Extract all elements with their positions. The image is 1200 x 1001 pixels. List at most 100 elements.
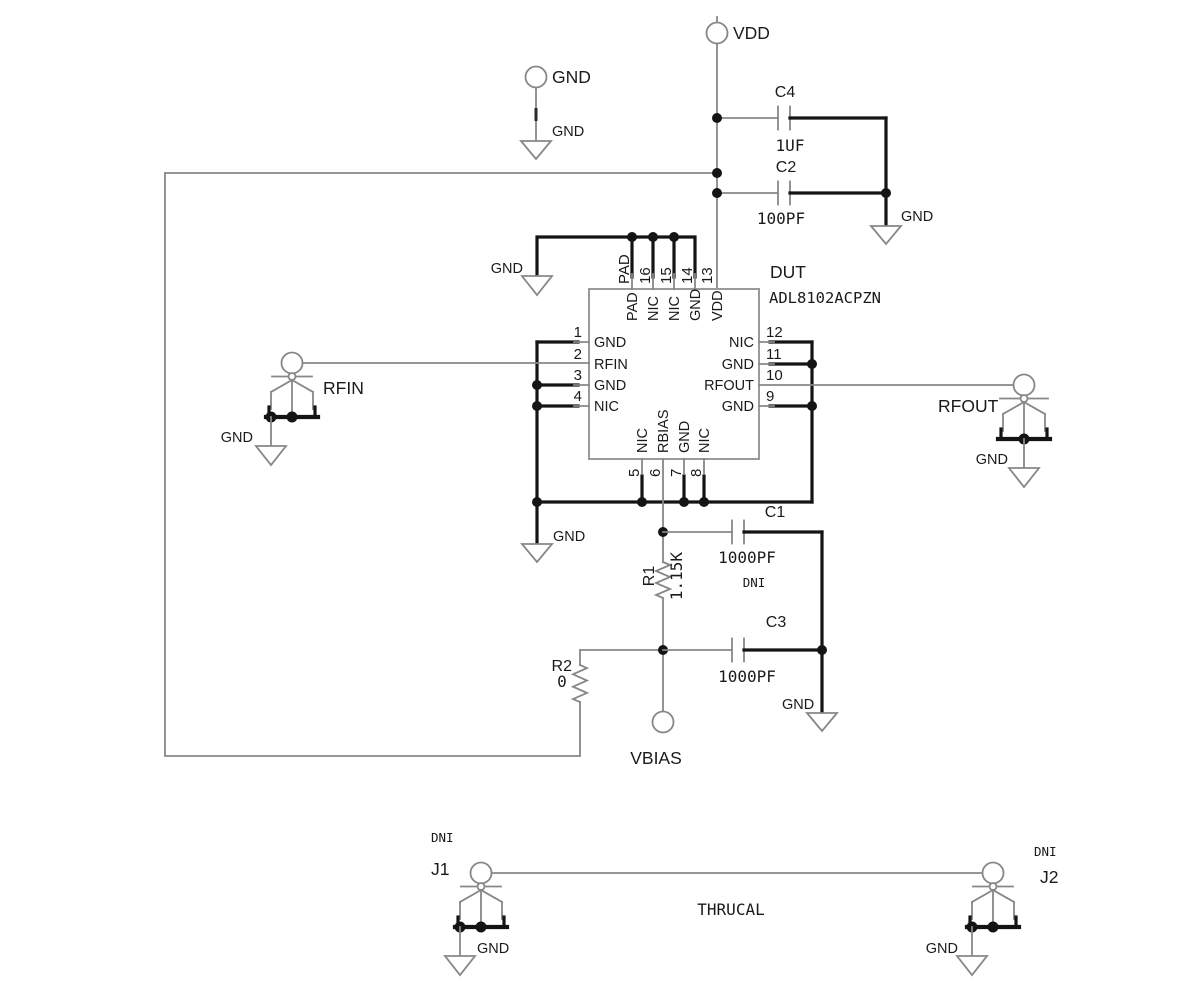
junction-dot — [807, 359, 817, 369]
pad-bus-wire — [535, 235, 697, 279]
vbias-label: VBIAS — [630, 748, 682, 768]
gnd-net-label: GND — [477, 941, 509, 957]
pin-number: PAD — [616, 254, 633, 284]
ground-symbol-icon — [1007, 467, 1041, 489]
pin-name: NIC — [667, 296, 683, 321]
c1-value: 1000PF — [718, 548, 776, 567]
pin-name: RFOUT — [704, 378, 754, 394]
dut-body — [588, 288, 760, 460]
dut-part-number: ADL8102ACPZN — [769, 289, 881, 307]
pin-number: 10 — [766, 367, 783, 384]
pin-number: 8 — [688, 469, 705, 477]
rfout-section: RFOUT GND — [758, 373, 1053, 489]
c4-c2-section: C4 1UF C2 100PF GND — [716, 84, 933, 246]
junction-dot — [286, 411, 298, 423]
rfin-section: RFIN GND — [221, 351, 590, 467]
gnd-connector-section: GND GND — [519, 65, 591, 161]
ground-symbol-icon — [443, 955, 477, 977]
ground-symbol-icon — [520, 543, 554, 564]
vbias-feed-rail — [164, 113, 722, 757]
pin-number: 4 — [574, 388, 582, 405]
r1-body — [653, 560, 673, 600]
connector-shell — [290, 378, 315, 394]
c4-value: 1UF — [776, 136, 805, 155]
vdd-supply-section: VDD — [705, 16, 770, 290]
ground-symbol-icon — [520, 275, 554, 297]
rfout-label: RFOUT — [938, 396, 999, 416]
junction-dot — [475, 921, 487, 933]
right-gnd-bus — [768, 340, 817, 504]
connector-shell — [991, 888, 1016, 904]
vdd-label: VDD — [733, 23, 770, 43]
connector-center-pin — [988, 882, 998, 891]
c1-dni-note: DNI — [743, 575, 766, 590]
connector-shell — [269, 378, 294, 394]
vbias-connector-icon — [651, 710, 675, 734]
gnd-net-label: GND — [926, 941, 958, 957]
rfin-connector-icon — [280, 351, 304, 375]
junction-dot — [669, 232, 679, 242]
ground-symbol-icon — [519, 140, 553, 161]
junction-dot — [987, 921, 999, 933]
pin-number: 9 — [766, 388, 774, 405]
j2-label: J2 — [1040, 867, 1058, 887]
j1-connector-icon — [469, 861, 493, 885]
r1-ref: R1 — [641, 566, 658, 587]
j2-connector: DNI J2 GND — [926, 844, 1058, 977]
r1-value: 1.15K — [667, 552, 686, 601]
c4-ref: C4 — [775, 84, 796, 101]
pin-number: 13 — [699, 267, 716, 284]
junction-dot — [627, 232, 637, 242]
c1-ref: C1 — [765, 504, 786, 521]
pin-name: GND — [677, 421, 693, 453]
feed-rail-wire — [164, 172, 718, 757]
pin-number: 2 — [574, 346, 582, 363]
ground-symbol-icon — [869, 225, 903, 246]
thrucal-label: THRUCAL — [697, 900, 764, 919]
dut-designator: DUT — [770, 262, 806, 282]
gnd-net-label: GND — [552, 124, 584, 140]
pin-number: 1 — [574, 324, 582, 341]
connector-center-pin — [287, 372, 297, 381]
pin-number: 5 — [626, 469, 643, 477]
junction-dot — [712, 188, 722, 198]
junction-dot — [807, 401, 817, 411]
gnd-net-label: GND — [782, 697, 814, 713]
pin-number: 6 — [647, 469, 664, 477]
pin-name: GND — [722, 357, 754, 373]
pin-name: GND — [594, 335, 626, 351]
gnd-net-label: GND — [901, 209, 933, 225]
j2-dni-note: DNI — [1034, 844, 1057, 859]
pin-name: VDD — [710, 290, 726, 321]
junction-dot — [637, 497, 647, 507]
connector-center-pin — [1019, 394, 1029, 403]
junction-dot — [817, 645, 827, 655]
r2-ref: R2 — [552, 658, 573, 675]
gnd-net-label: GND — [491, 261, 523, 277]
connector-center-pin — [476, 882, 486, 891]
thrucal-section: THRUCAL DNI J1 GND — [431, 830, 1058, 977]
rbias-network: R1 1.15K C1 1000PF DNI C3 1000PF GND VBI… — [630, 458, 839, 768]
c3-ref: C3 — [766, 614, 787, 631]
pin-name: NIC — [635, 428, 651, 453]
rfin-label: RFIN — [323, 378, 364, 398]
gnd-net-label: GND — [221, 430, 253, 446]
pin-name: NIC — [646, 296, 662, 321]
j1-label: J1 — [431, 859, 449, 879]
r2-value: 0 — [557, 672, 567, 691]
c2-ref: C2 — [776, 159, 797, 176]
pin-name: RBIAS — [656, 409, 672, 453]
ground-symbol-icon — [805, 712, 839, 733]
connector-shell — [970, 888, 995, 904]
c3-value: 1000PF — [718, 667, 776, 686]
connector-shell — [1022, 400, 1047, 416]
pin-name: GND — [594, 378, 626, 394]
ground-symbol-icon — [254, 445, 288, 467]
pin-name: RFIN — [594, 357, 628, 373]
pin-name: NIC — [697, 428, 713, 453]
junction-dot — [712, 113, 722, 123]
pin-name: PAD — [625, 292, 641, 321]
pin-number: 16 — [637, 267, 654, 284]
